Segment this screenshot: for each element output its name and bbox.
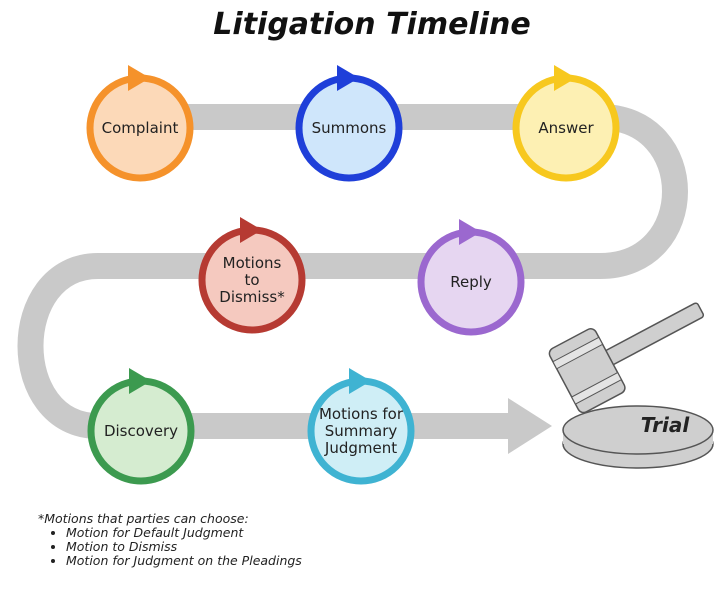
footnote-item: Motion to Dismiss (66, 540, 338, 554)
step-label: Discovery (104, 422, 178, 440)
footnote-list: Motion for Default Judgment Motion to Di… (38, 526, 338, 568)
diagram-title: Litigation Timeline (213, 7, 530, 42)
gavel-icon: Trial (548, 302, 714, 469)
step-arrow-icon (554, 65, 576, 91)
step-label: Summons (312, 119, 387, 137)
step-label: Answer (538, 119, 594, 137)
step-label-line: Discovery (104, 422, 178, 440)
step-arrow-icon (128, 65, 150, 91)
footnote-item: Motion for Default Judgment (66, 526, 338, 540)
footnote-heading: *Motions that parties can choose: (38, 511, 249, 526)
step-label-line: Dismiss* (219, 288, 285, 306)
step-label-line: Answer (538, 119, 594, 137)
step-label-line: Motions (223, 254, 282, 272)
step-summons: Summons (295, 65, 403, 182)
timeline-arrowhead (508, 398, 552, 454)
trial-label: Trial (641, 413, 691, 437)
step-discovery: Discovery (87, 368, 195, 485)
step-reply: Reply (417, 219, 525, 336)
step-label-line: Motions for (319, 405, 404, 423)
step-arrow-icon (349, 368, 371, 394)
step-label: Reply (450, 273, 492, 291)
step-label-line: Judgment (324, 439, 397, 457)
step-label-line: Summary (325, 422, 398, 440)
step-label: Complaint (102, 119, 179, 137)
footnote: *Motions that parties can choose: Motion… (38, 512, 338, 568)
step-label-line: Reply (450, 273, 492, 291)
step-arrow-icon (240, 217, 262, 243)
step-label-line: to (244, 271, 259, 289)
timeline-path (17, 104, 688, 454)
footnote-item: Motion for Judgment on the Pleadings (66, 554, 338, 568)
step-arrow-icon (129, 368, 151, 394)
step-arrow-icon (459, 219, 481, 245)
step-answer: Answer (512, 65, 620, 182)
step-label-line: Complaint (102, 119, 179, 137)
step-arrow-icon (337, 65, 359, 91)
step-label-line: Summons (312, 119, 387, 137)
step-complaint: Complaint (86, 65, 194, 182)
